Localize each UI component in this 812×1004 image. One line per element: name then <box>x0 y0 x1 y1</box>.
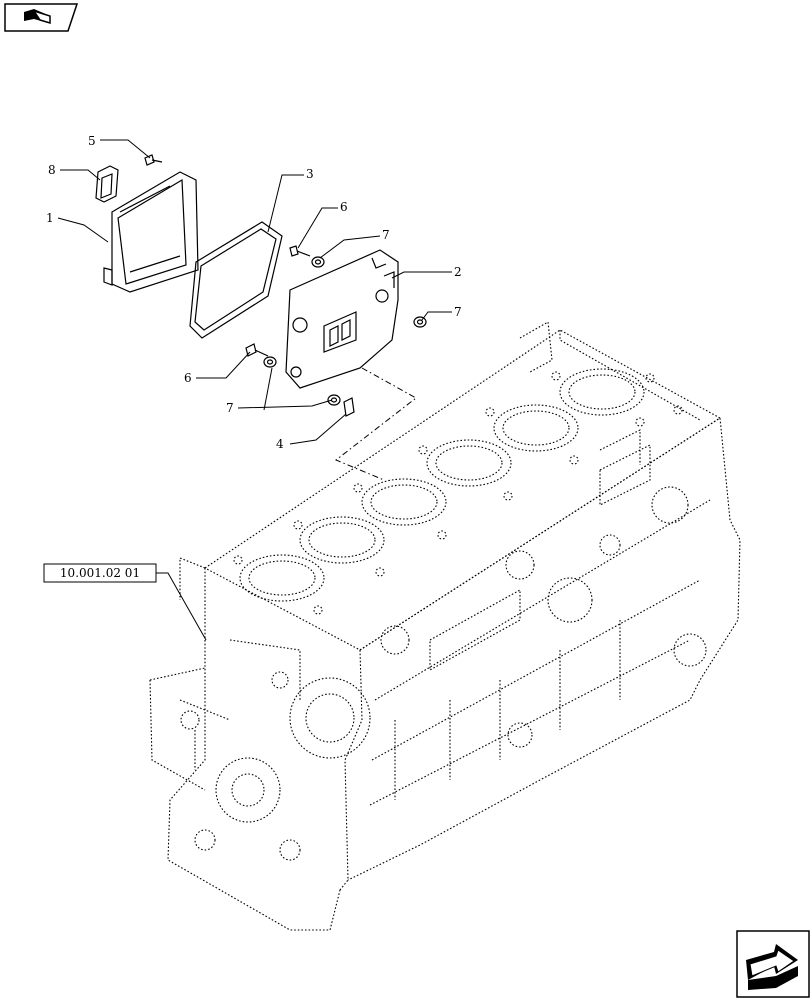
part-8-connector <box>95 165 119 203</box>
part-5-screw <box>144 154 163 166</box>
callout-1: 1 <box>46 211 54 225</box>
callout-7-top: 7 <box>382 228 390 242</box>
callout-6-bottom: 6 <box>184 371 192 385</box>
cylinder-bores <box>233 368 683 615</box>
back-arrow-icon <box>24 9 51 25</box>
reference-link[interactable] <box>44 564 156 582</box>
callout-8: 8 <box>48 163 56 177</box>
forward-arrow-icon <box>746 944 798 990</box>
callout-4: 4 <box>276 437 284 451</box>
install-path-line <box>335 367 417 481</box>
part-3-gasket <box>189 221 283 339</box>
callout-5: 5 <box>88 134 96 148</box>
callout-3: 3 <box>306 167 314 181</box>
part-4-stud <box>343 397 355 417</box>
callout-labels: 5 8 1 3 6 7 2 7 6 7 4 <box>46 134 462 451</box>
nav-forward-button[interactable] <box>736 930 810 998</box>
reference-callout: 10.001.02 01 <box>43 563 157 583</box>
callout-2: 2 <box>454 265 462 279</box>
callout-7-bottom: 7 <box>226 401 234 415</box>
part-2-plate <box>285 249 399 389</box>
reference-label: 10.001.02 01 <box>60 566 140 580</box>
part-1-ecu <box>103 171 199 293</box>
callout-6-top: 6 <box>340 200 348 214</box>
nav-back-button[interactable] <box>4 3 79 32</box>
engine-block <box>149 321 741 931</box>
part-6-bolts <box>245 245 311 357</box>
callout-7-right: 7 <box>454 305 462 319</box>
leader-lines <box>57 139 452 641</box>
